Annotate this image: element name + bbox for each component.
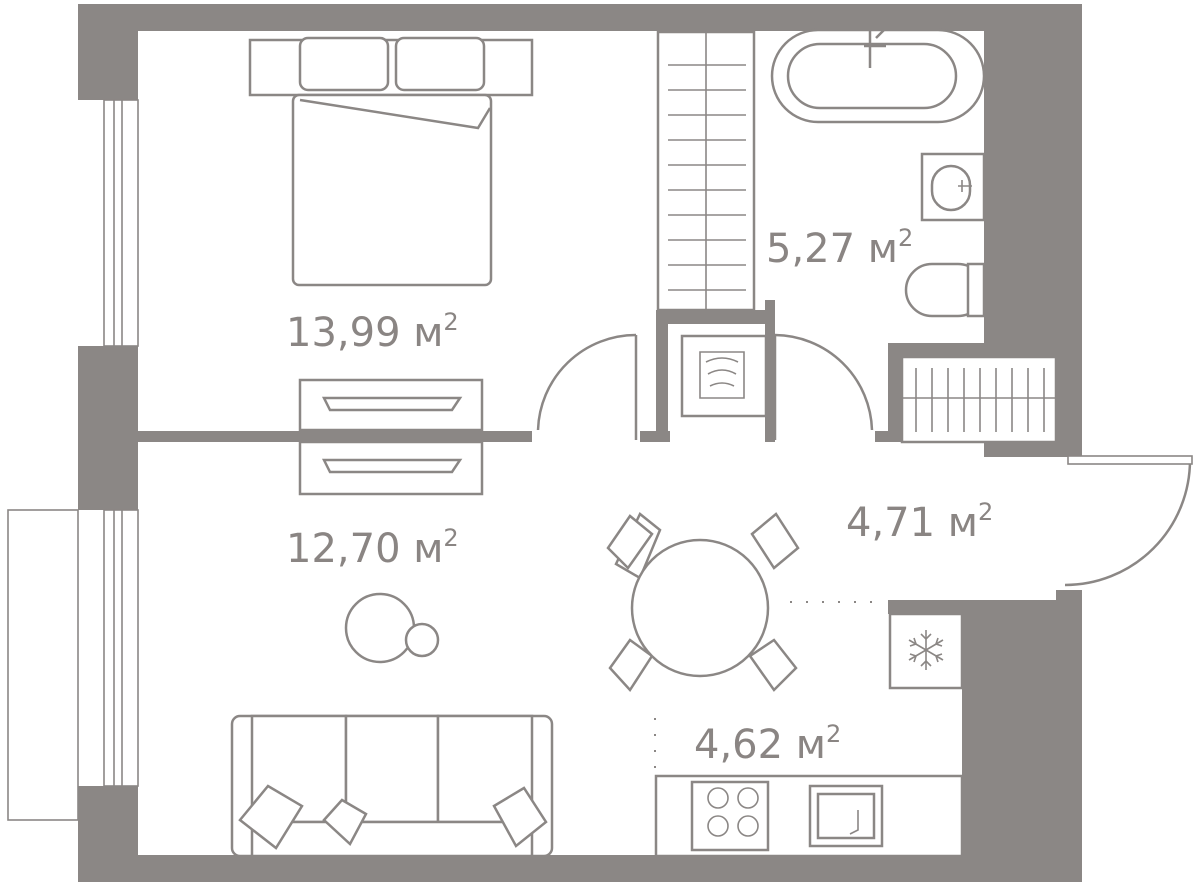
area-label-bedroom: 13,99 м2 [286, 308, 459, 356]
washing-machine [680, 334, 768, 418]
kitchen-counter [654, 612, 964, 858]
area-label-living: 12,70 м2 [286, 524, 459, 572]
area-label-kitchen: 4,62 м2 [694, 720, 841, 768]
dining-table [606, 512, 800, 693]
hall-wardrobe [900, 355, 1058, 444]
snowflake-icon [908, 630, 944, 670]
area-label-hallway: 4,71 м2 [846, 498, 993, 546]
dresser [298, 378, 484, 496]
doors [536, 333, 1193, 587]
balcony [7, 509, 79, 821]
bathroom-fixtures [770, 28, 986, 318]
windows [103, 99, 139, 787]
coffee-tables [344, 592, 440, 664]
wardrobe-shelving [656, 30, 756, 312]
double-bed [248, 36, 534, 287]
sofa [230, 714, 554, 858]
area-label-bathroom: 5,27 м2 [766, 224, 913, 272]
walls [78, 4, 1082, 882]
